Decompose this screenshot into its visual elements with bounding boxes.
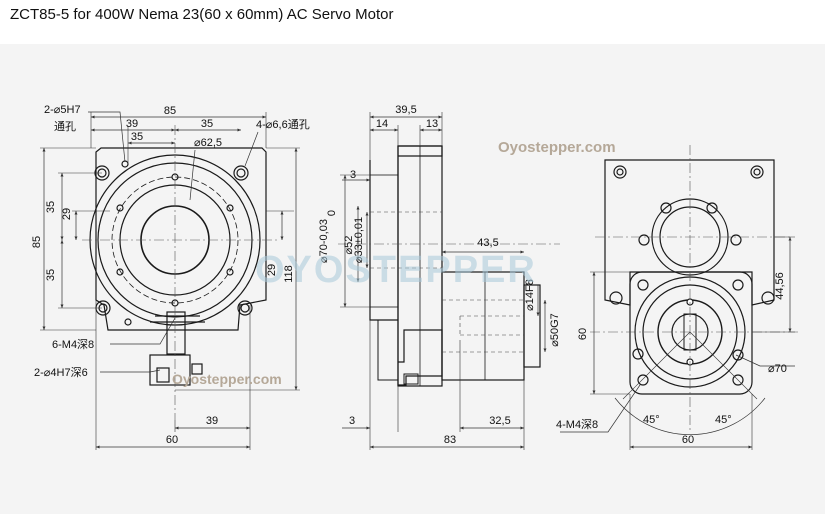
dim-bottom-39: 39 (206, 415, 218, 427)
note-m4-flange: 4-M4深8 (556, 418, 598, 431)
watermark-top-right: Oyostepper.com (498, 139, 616, 156)
watermark-center: OYOSTEPPER (255, 249, 537, 291)
note-pin: 2-⌀4H7深6 (34, 366, 88, 379)
dim-60-bottom: 60 (682, 434, 694, 446)
note-thru-hole: 4-⌀6,6通孔 (256, 118, 310, 131)
dim-d50: ⌀50G7 (549, 313, 561, 347)
dim-bottom-60: 60 (166, 434, 178, 446)
dim-14: 14 (376, 118, 388, 130)
watermark-bottom-left: Oyostepper.com (172, 371, 282, 387)
dim-3-top: 3 (350, 169, 356, 181)
flange-view (560, 145, 800, 450)
dim-left-29: 29 (61, 208, 73, 220)
dim-d33: ⌀33±0,01 (353, 217, 365, 263)
dim-top-35a: 35 (131, 131, 143, 143)
dim-44-56: 44,56 (774, 272, 786, 300)
dim-pcd: ⌀62,5 (194, 137, 222, 149)
dim-0: 0 (326, 210, 338, 216)
dim-60-left: 60 (577, 328, 589, 340)
dim-83: 83 (444, 434, 456, 446)
front-body-outline (95, 147, 267, 331)
dim-39-5: 39,5 (395, 104, 416, 116)
dim-32-5: 32,5 (489, 415, 510, 427)
drawing-panel: 2-⌀5H7 通孔 85 39 35 35 ⌀62,5 4-⌀6,6通孔 85 … (0, 44, 825, 514)
pcd-circle (111, 176, 239, 304)
dim-top-35b: 35 (201, 118, 213, 130)
dim-d52: ⌀52 (343, 236, 355, 255)
dim-right-29: 29 (266, 264, 278, 276)
technical-drawing: 2-⌀5H7 通孔 85 39 35 35 ⌀62,5 4-⌀6,6通孔 85 … (31, 104, 800, 450)
dim-left-85: 85 (31, 236, 43, 248)
dim-d70: ⌀70-0,03 (318, 219, 330, 263)
front-view (40, 111, 300, 450)
dim-3-bottom: 3 (349, 415, 355, 427)
flange-body-outline (604, 159, 775, 306)
dim-left-35b: 35 (45, 269, 57, 281)
note-hole-2: 通孔 (54, 120, 76, 133)
dim-top-39: 39 (126, 118, 138, 130)
page-title: ZCT85-5 for 400W Nema 23(60 x 60mm) AC S… (10, 6, 394, 23)
dim-d14: ⌀14F8 (524, 279, 536, 311)
dim-13: 13 (426, 118, 438, 130)
dim-left-35a: 35 (45, 201, 57, 213)
note-m4: 6-M4深8 (52, 338, 94, 351)
angle-45-left: 45° (643, 414, 660, 426)
note-hole-1: 2-⌀5H7 (44, 104, 81, 116)
dim-d70-flange: ⌀70 (768, 363, 787, 375)
side-view (338, 112, 560, 450)
dim-top-total: 85 (164, 105, 176, 117)
angle-45-right: 45° (715, 414, 732, 426)
dim-43-5: 43,5 (477, 237, 498, 249)
dim-right-118: 118 (283, 265, 295, 283)
